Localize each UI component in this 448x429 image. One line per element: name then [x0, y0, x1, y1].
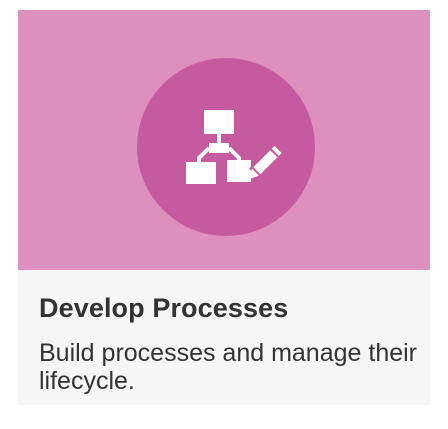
card-description: Build processes and manage their lifecyc… [39, 339, 418, 395]
process-flowchart-edit-icon [186, 110, 282, 184]
card-title: Develop Processes [39, 293, 289, 323]
develop-processes-card[interactable]: Develop Processes Build processes and ma… [18, 10, 430, 405]
card-banner [18, 10, 430, 270]
icon-circle [137, 58, 315, 236]
